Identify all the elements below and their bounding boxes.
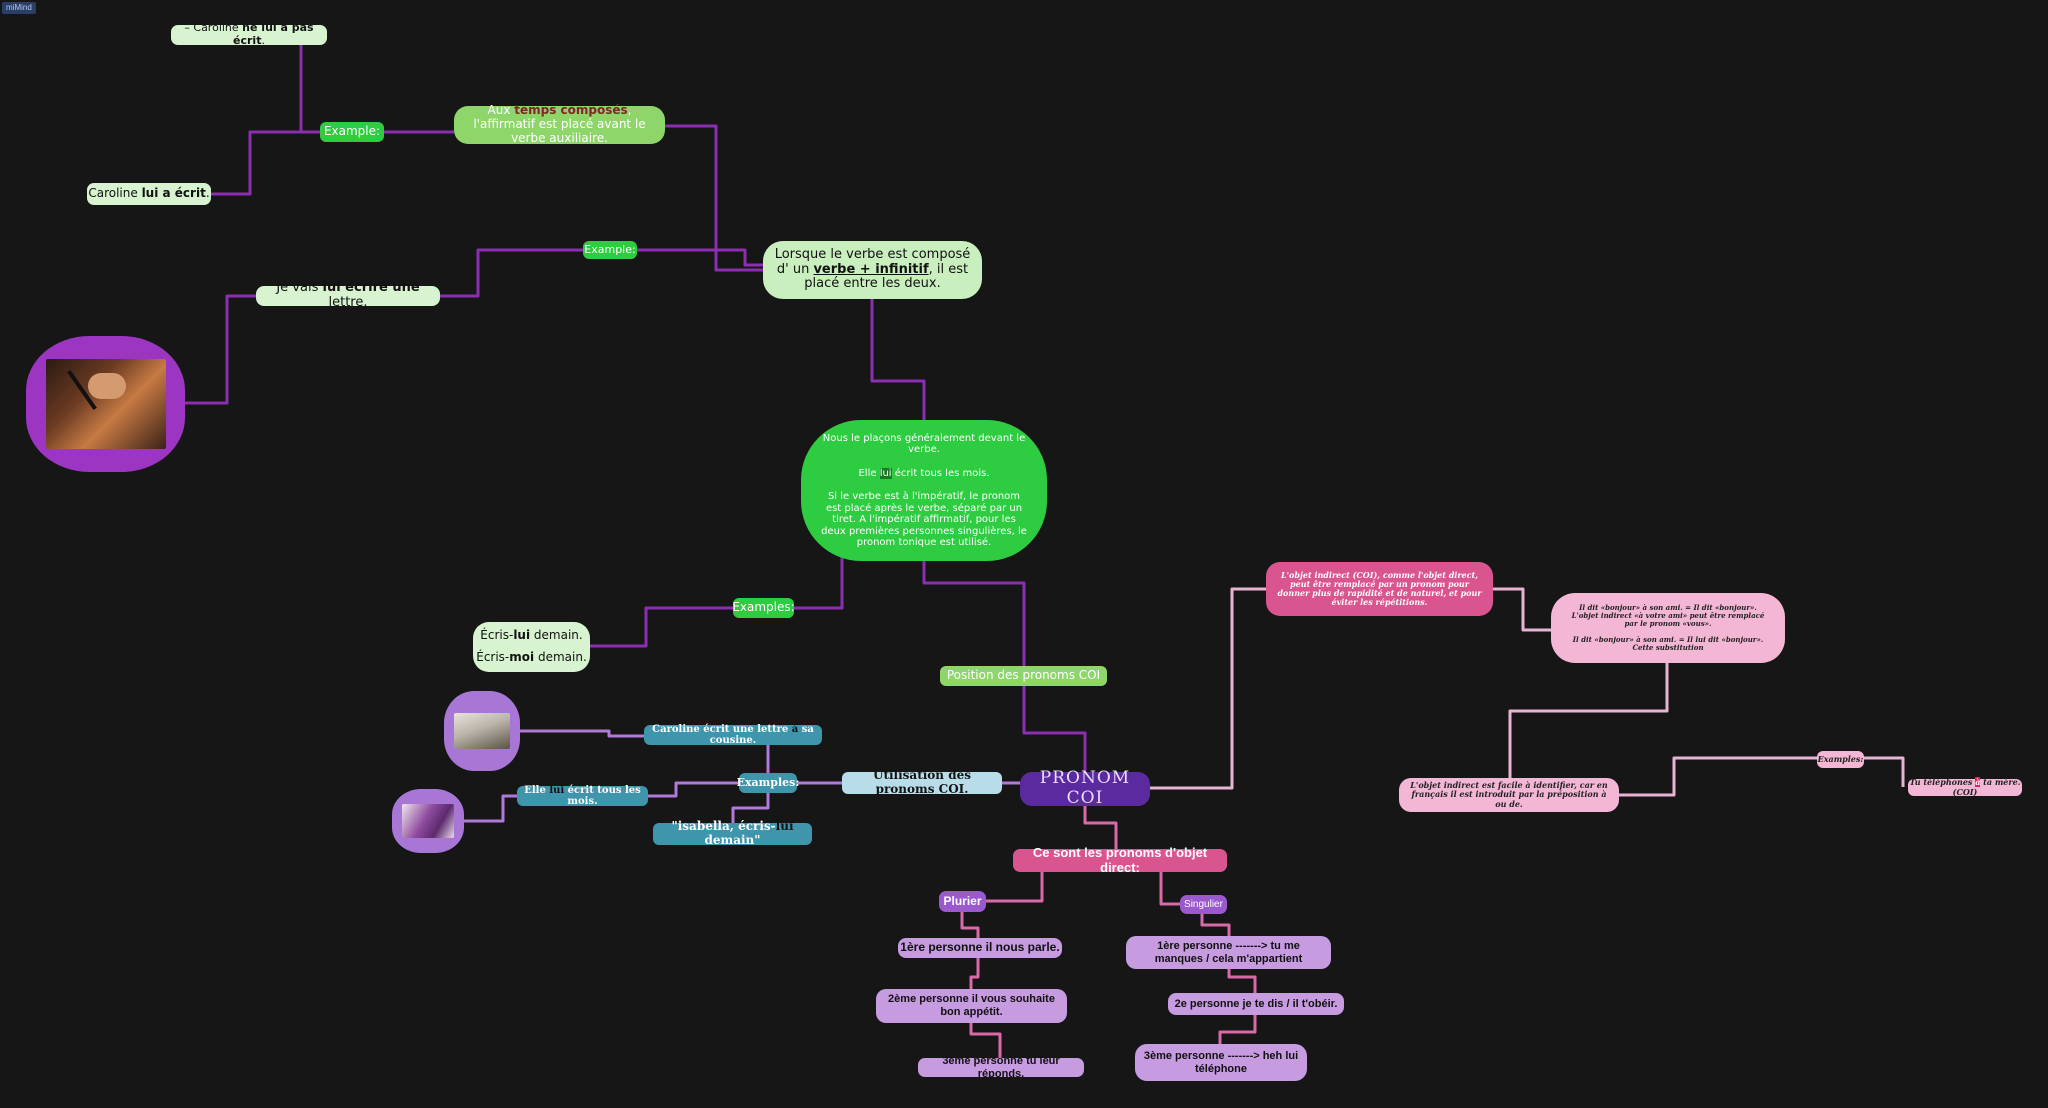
link-definition-example	[1493, 587, 1551, 632]
link-compose-temps	[665, 124, 763, 272]
main-line2: Elle lui écrit tous les mois.	[858, 467, 990, 479]
position-label[interactable]: Position des pronoms COI	[940, 666, 1107, 686]
temps-example-1[interactable]: – Caroline ne lui a pas écrit.	[171, 22, 327, 47]
letter-photo	[454, 713, 510, 749]
direct-title[interactable]: Ce sont les pronoms d'objet direct:	[1013, 845, 1227, 874]
definition-node[interactable]: L'objet indirect (COI), comme l'objet di…	[1266, 562, 1493, 616]
singulier-label[interactable]: Singulier	[1180, 895, 1227, 914]
app-logo: miMind	[2, 2, 36, 14]
link-p1-p2	[969, 958, 980, 989]
link-elle-photo	[464, 794, 517, 823]
link-s1-s2	[1227, 969, 1257, 993]
compose-node[interactable]: Lorsque le verbe est composé d' un verbe…	[763, 241, 982, 299]
letter-photo-frame[interactable]	[444, 691, 520, 771]
utilisation-examples-label[interactable]: Examples:	[737, 773, 799, 793]
writing-photo-frame[interactable]	[26, 336, 185, 472]
link-central-definition	[1150, 587, 1266, 790]
imperatif-examples[interactable]: Écris-lui demain. Écris-moi demain.	[473, 622, 590, 672]
imperatif-ex2: Écris-moi demain.	[476, 650, 587, 664]
link-examples-isabella	[731, 793, 770, 823]
utilisation-ex2[interactable]: Elle lui écrit tous les mois.	[517, 785, 648, 807]
link-central-direct	[1083, 806, 1118, 849]
link-main-compose	[870, 299, 926, 420]
link-examples-elle	[648, 781, 739, 798]
temps-node[interactable]: Aux temps composés, l'affirmatif est pla…	[454, 103, 665, 145]
link-compose-example	[637, 248, 763, 267]
link-direct-singulier	[1159, 872, 1180, 906]
imperatif-ex1: Écris-lui demain.	[480, 628, 583, 643]
definition-final[interactable]: Tu téléphones à ta mère. (COI)	[1908, 777, 2022, 797]
link-jevais-photo	[185, 294, 256, 405]
position-main-node[interactable]: Nous le plaçons généralement devant le v…	[801, 420, 1047, 561]
singulier-s3[interactable]: 3ème personne -------> heh lui téléphone	[1135, 1044, 1307, 1081]
link-example-identify	[1508, 663, 1669, 778]
definition-example[interactable]: Il dit «bonjour» à son ami. = Il dit «bo…	[1551, 593, 1785, 663]
girl-photo-frame[interactable]	[392, 789, 464, 853]
main-line1: Nous le plaçons généralement devant le v…	[822, 432, 1026, 456]
link-examples-ex	[590, 606, 733, 648]
temps-example-label[interactable]: Example:	[320, 122, 384, 142]
link-singulier-s1	[1200, 914, 1231, 936]
definition-identify[interactable]: L'objet indirect est facile à identifier…	[1399, 778, 1619, 812]
link-example-ex1	[299, 44, 320, 134]
main-line3: Si le verbe est à l'impératif, le pronom…	[821, 491, 1027, 548]
singulier-s1[interactable]: 1ère personne -------> tu me manques / c…	[1126, 936, 1331, 969]
link-main-examples	[794, 556, 844, 610]
link-pluriel-p1	[960, 912, 980, 938]
utilisation-ex3[interactable]: "isabella, écris-lui demain"	[653, 819, 812, 847]
link-example-ex2	[211, 130, 320, 196]
link-identify-examples	[1619, 756, 1817, 797]
definition-examples-label[interactable]: Examples:	[1817, 751, 1864, 768]
examples-label[interactable]: Examples:	[732, 598, 795, 618]
pluriel-p1[interactable]: 1ère personne il nous parle.	[898, 938, 1062, 958]
link-p2-p3	[969, 1023, 1002, 1058]
link-examples-final	[1864, 756, 1905, 787]
hand-shape	[87, 373, 126, 399]
utilisation-label[interactable]: Utilisation des pronoms COI.	[842, 768, 1002, 796]
link-example-jevais	[440, 248, 583, 298]
writing-photo	[45, 359, 166, 449]
link-caroline-photo	[520, 729, 644, 738]
central-node[interactable]: PRONOM COI	[1020, 769, 1150, 808]
link-direct-pluriel	[986, 872, 1044, 903]
utilisation-ex1[interactable]: Caroline écrit une lettre à sa cousine.	[644, 724, 822, 746]
link-s2-s3	[1218, 1015, 1257, 1044]
pluriel-label[interactable]: Plurier	[939, 891, 986, 912]
girl-photo	[402, 804, 454, 838]
pluriel-p2[interactable]: 2ème personne il vous souhaite bon appét…	[876, 989, 1067, 1023]
pluriel-p3[interactable]: 3ème personne tu leur réponds.	[918, 1055, 1084, 1080]
temps-example-2[interactable]: Caroline lui a écrit.	[87, 183, 211, 205]
compose-example-label[interactable]: Example:	[583, 241, 637, 259]
compose-example[interactable]: Je vais lui écrire une lettre.	[256, 280, 440, 310]
singulier-s2[interactable]: 2e personne je te dis / il t'obéir.	[1168, 993, 1344, 1015]
